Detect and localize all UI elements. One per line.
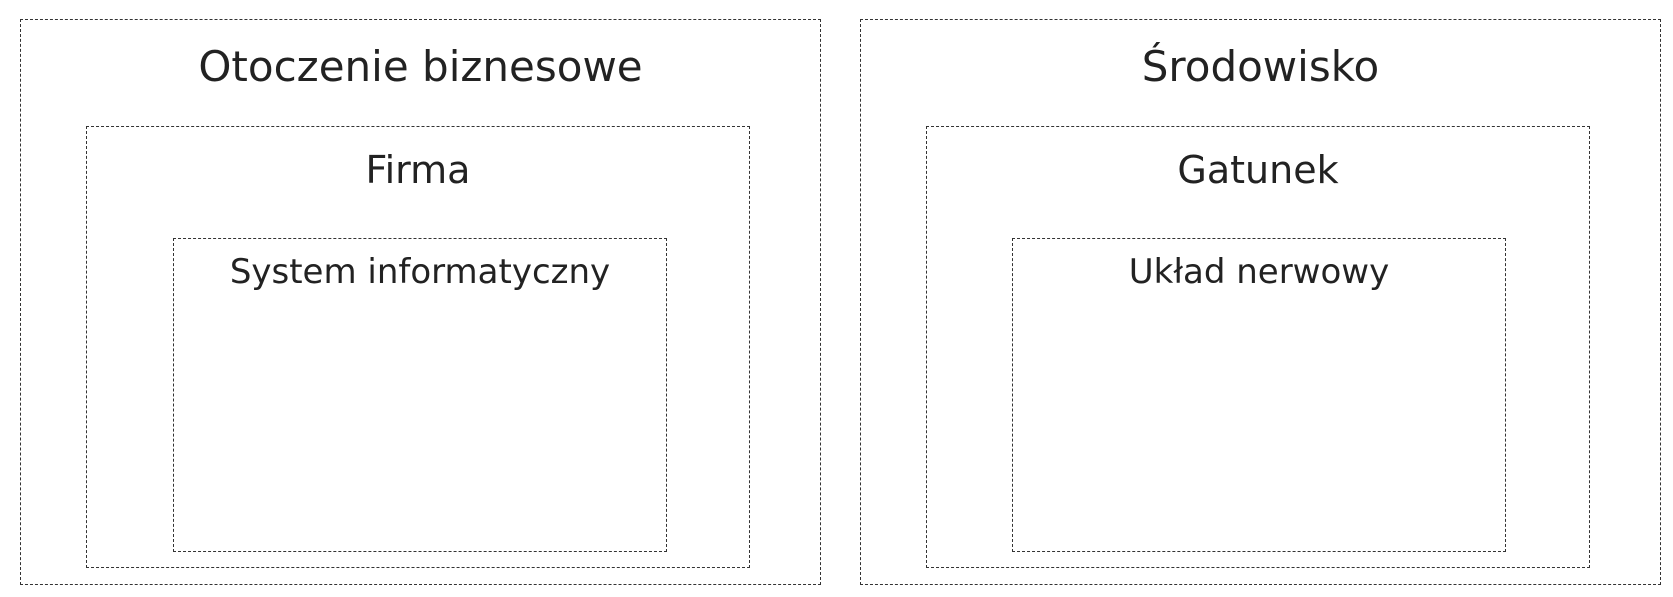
environment-label: Środowisko [1141, 42, 1380, 91]
nervous-system-label: Układ nerwowy [1128, 252, 1390, 292]
nervous-system-box [1012, 238, 1506, 552]
company-box [86, 126, 750, 568]
species-box [926, 126, 1590, 568]
species-label: Gatunek [1177, 148, 1339, 192]
company-label: Firma [365, 148, 471, 192]
information-system-label: System informatyczny [229, 252, 611, 292]
environment-box [860, 19, 1661, 585]
information-system-box [173, 238, 667, 552]
business-environment-box [20, 19, 821, 585]
business-environment-label: Otoczenie biznesowe [198, 42, 643, 91]
